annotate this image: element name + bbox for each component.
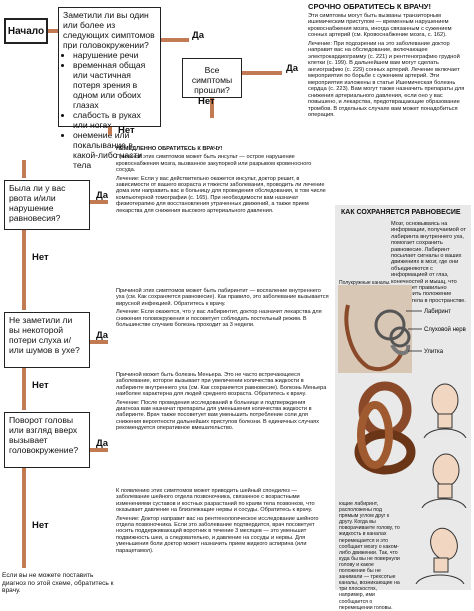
arrow-q1-no: [108, 127, 112, 135]
arrow-q2-no: [210, 98, 214, 118]
stroke-title: НЕМЕДЛЕННО ОБРАТИТЕСЬ К ВРАЧУ!: [116, 146, 223, 152]
arrow-q5-yes: [90, 448, 108, 452]
spondylosis-body: К появлению этих симптомов может приводи…: [116, 488, 315, 514]
balance-intro-text: Мозг, основываясь на информации, получае…: [391, 221, 466, 304]
no-label: Нет: [32, 380, 49, 391]
arrow-q5-no: [22, 468, 26, 568]
symptom-item: онемение или покалывание в какой-либо ча…: [73, 130, 156, 170]
balance-bottom-text: ющие лабиринт, расположены под прямым уг…: [339, 501, 401, 611]
arrow-q3-no: [22, 230, 26, 310]
balance-bottom-text-body: ющие лабиринт, расположены под прямым уг…: [339, 501, 400, 611]
neck-shape: [437, 413, 453, 429]
question-4-text: Не заметили ли вы некоторой потери слуха…: [9, 315, 80, 355]
shoulders-shape: [415, 574, 465, 584]
arrow-to-q3: [22, 160, 26, 178]
head-figure-tilted: [415, 527, 465, 584]
spondylosis-section: К появлению этих симптомов может приводи…: [116, 488, 330, 556]
urgent-body: Эти симптомы могут быть вызваны транзито…: [308, 12, 452, 39]
question-5-text: Поворот головы или взгляд вверх вызывает…: [9, 415, 79, 455]
label-cochlea: Улитка: [424, 349, 444, 355]
shoulders-shape: [421, 498, 467, 508]
head-shape: [431, 383, 459, 417]
semicircular-canals-illustration: [354, 381, 416, 475]
head-shape: [432, 453, 460, 487]
footer-note-text: Если вы не можете поставить диагноз по э…: [2, 572, 114, 595]
yes-label: Да: [96, 190, 109, 201]
spondylosis-treatment: Лечение: Доктор направит вас на рентгено…: [116, 515, 319, 554]
yes-label: Да: [286, 63, 299, 74]
arrow-q4-yes: [90, 340, 108, 344]
stroke-section: НЕМЕДЛЕННО ОБРАТИТЕСЬ К ВРАЧУ! Причиной …: [116, 146, 330, 216]
shoulders-shape: [423, 428, 467, 438]
question-1-intro: Заметили ли вы один или более из следующ…: [63, 10, 155, 50]
symptom-item: слабость в руках или ногах: [73, 110, 156, 130]
symptom-item: нарушение речи: [73, 50, 156, 60]
canal-posterior: [357, 401, 393, 469]
outer-ear-shape: [344, 304, 404, 371]
balance-title: КАК СОХРАНЯЕТСЯ РАВНОВЕСИЕ: [341, 209, 469, 217]
question-1: Заметили ли вы один или более из следующ…: [58, 7, 161, 170]
question-2-text: Все симптомы прошли?: [191, 65, 233, 95]
head-shape: [430, 527, 458, 561]
symptom-item: временная общая или частичная потеря зре…: [73, 60, 156, 110]
meniere-treatment: Лечение: После проведения исследований в…: [116, 399, 320, 432]
head-figure-turned: [421, 453, 467, 508]
ear-illustration: Лабиринт Слуховой нерв Улитка: [338, 285, 466, 373]
meniere-body: Причиной может быть болезнь Меньера. Это…: [116, 372, 327, 398]
neck-shape: [437, 483, 453, 499]
stroke-body: Причиной этих симптомов может быть инсул…: [116, 154, 312, 174]
yes-label: Да: [192, 30, 205, 41]
urgent-section: СРОЧНО ОБРАТИТЕСЬ К ВРАЧУ! Эти симптомы …: [308, 2, 470, 121]
canal-loop: [389, 326, 411, 348]
question-1-list: нарушение речи временная общая или части…: [63, 50, 156, 170]
balance-title-text: КАК СОХРАНЯЕТСЯ РАВНОВЕСИЕ: [341, 209, 461, 216]
meniere-section: Причиной может быть болезнь Меньера. Это…: [116, 372, 330, 434]
question-3: Была ли у вас рвота и/или нарушение равн…: [4, 180, 90, 230]
no-label: Нет: [198, 96, 215, 107]
question-5: Поворот головы или взгляд вверх вызывает…: [4, 412, 90, 468]
labyrinthitis-treatment: Лечение: Если окажется, что у вас лабири…: [116, 309, 322, 329]
yes-label: Да: [96, 330, 109, 341]
label-nerve: Слуховой нерв: [424, 326, 466, 333]
start-box: Начало: [4, 18, 48, 44]
cochlea-shape: [390, 343, 411, 356]
question-3-text: Была ли у вас рвота и/или нарушение равн…: [9, 183, 66, 223]
arrow-q2-yes: [242, 71, 282, 75]
question-2: Все симптомы прошли?: [182, 58, 242, 98]
urgent-treatment: Лечение: При подозрении на это заболеван…: [308, 40, 465, 119]
balance-intro: Мозг, основываясь на информации, получае…: [391, 221, 469, 304]
footer-note: Если вы не можете поставить диагноз по э…: [2, 572, 116, 595]
urgent-title: СРОЧНО ОБРАТИТЕСЬ К ВРАЧУ!: [308, 2, 432, 11]
arrow-q1-yes: [161, 38, 189, 42]
arrow-start-q1: [48, 29, 58, 33]
arrow-q3-yes: [90, 200, 108, 204]
question-4: Не заметили ли вы некоторой потери слуха…: [4, 312, 90, 368]
no-label: Нет: [32, 520, 49, 531]
labyrinthitis-body: Причиной этих симптомов может быть лабир…: [116, 288, 329, 307]
arrow-q4-no: [22, 368, 26, 410]
neck-shape: [433, 557, 449, 573]
start-label: Начало: [7, 25, 45, 37]
yes-label: Да: [96, 438, 109, 449]
labyrinthitis-section: Причиной этих симптомов может быть лабир…: [116, 288, 330, 330]
head-figure-front: [423, 383, 467, 438]
stroke-treatment: Лечение: Если у вас действительно окажет…: [116, 175, 326, 214]
no-label: Нет: [32, 252, 49, 263]
label-labyrinth: Лабиринт: [424, 309, 451, 315]
no-label: Нет: [118, 125, 135, 136]
